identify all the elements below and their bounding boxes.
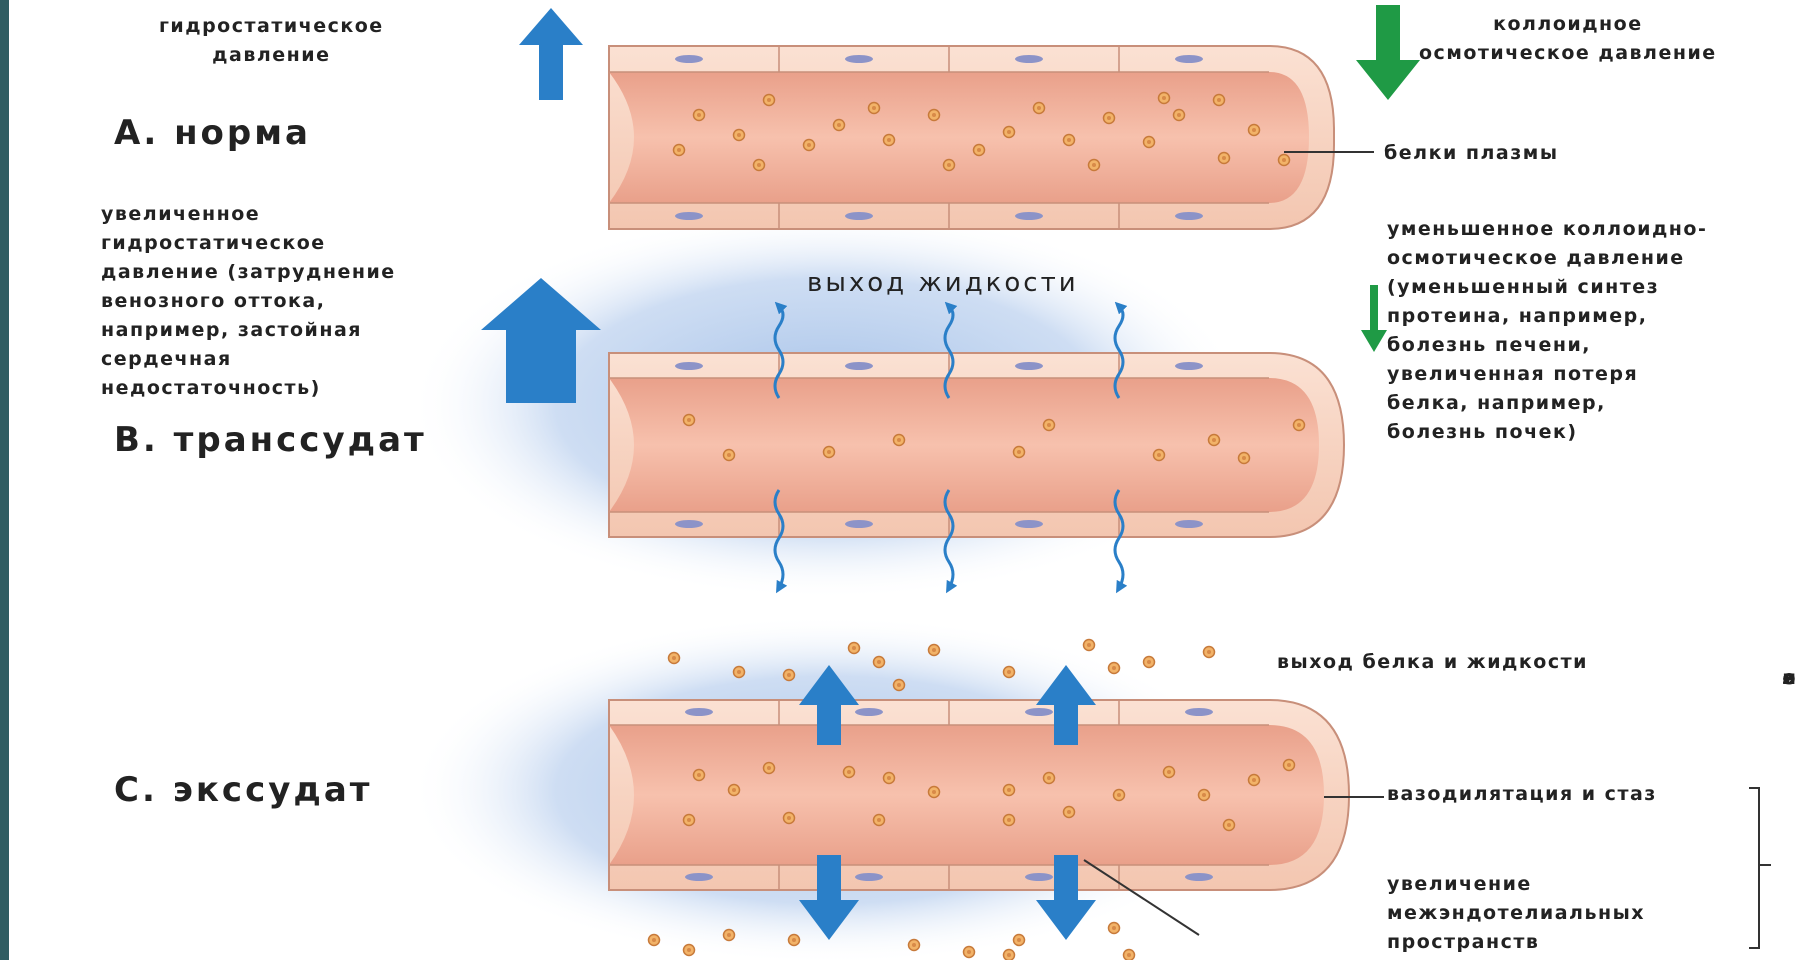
protein-fluid-exit-label: выход белка и жидкости: [1277, 648, 1588, 677]
inflammation-letter: е: [1777, 664, 1801, 694]
decreased-colloid-label: уменьшенное коллоидно- осмотическое давл…: [1387, 215, 1707, 447]
colloid-pressure-label: коллоидное осмотическое давление: [1419, 10, 1717, 68]
diagram-canvas: гидростатическое давление коллоидное осм…: [9, 0, 1813, 960]
vasodilation-label: вазодилятация и стаз: [1387, 780, 1657, 809]
hydrostatic-pressure-label: гидростатическое давление: [159, 12, 384, 70]
fluid-exit-label: выход жидкости: [807, 268, 1079, 298]
section-c-title: С. экссудат: [114, 770, 373, 810]
vessel-a: [609, 46, 1374, 229]
section-b-title: В. транссудат: [114, 420, 427, 460]
increased-hydrostatic-label: увеличенное гидростатическое давление (з…: [101, 200, 396, 403]
interendothelial-label: увеличение межэндотелиальных пространств: [1387, 870, 1645, 957]
section-a-title: А. норма: [114, 113, 311, 153]
plasma-proteins-label: белки плазмы: [1384, 139, 1559, 168]
